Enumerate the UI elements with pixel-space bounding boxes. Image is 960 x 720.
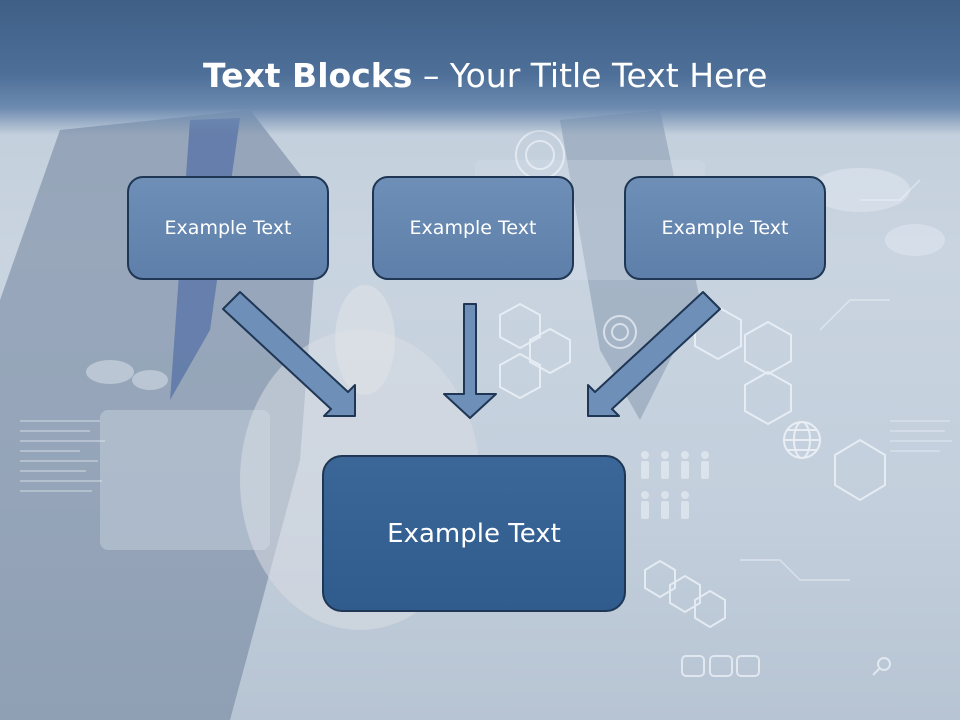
search-icon: [681, 655, 891, 677]
world-map-icon: [86, 168, 945, 390]
globe-icon: [783, 421, 821, 459]
text-block-center[interactable]: Example Text: [372, 176, 574, 280]
title-bold-part: Text Blocks: [203, 56, 413, 95]
slide-title: Text Blocks – Your Title Text Here: [203, 54, 767, 98]
target-text-block-label: Example Text: [387, 518, 561, 549]
finger: [335, 285, 395, 395]
people-icons: [641, 451, 709, 519]
text-block-right-label: Example Text: [661, 217, 789, 239]
hexagon-network-icon: [499, 302, 886, 629]
target-text-block[interactable]: Example Text: [322, 455, 626, 612]
text-block-left[interactable]: Example Text: [127, 176, 329, 280]
title-bar: Text Blocks – Your Title Text Here: [0, 0, 960, 135]
title-rest-part: – Your Title Text Here: [412, 56, 768, 95]
text-block-center-label: Example Text: [409, 217, 537, 239]
text-block-left-label: Example Text: [164, 217, 292, 239]
text-block-right[interactable]: Example Text: [624, 176, 826, 280]
